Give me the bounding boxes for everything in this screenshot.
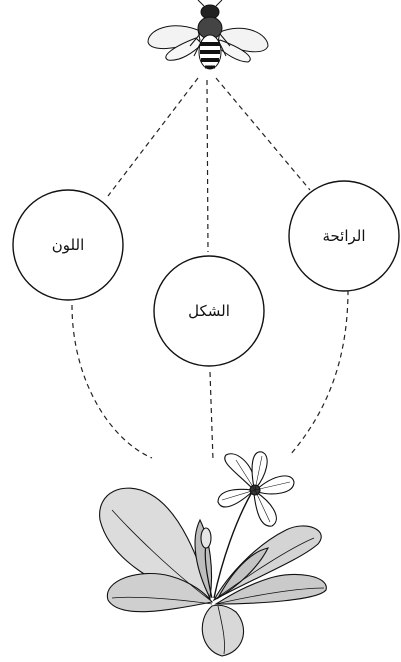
label-shape: الشكل <box>188 302 230 320</box>
circle-scent: الرائحة <box>289 181 399 291</box>
primrose-flower <box>218 452 294 526</box>
label-color: اللون <box>52 236 84 254</box>
circle-color: اللون <box>13 190 123 300</box>
line-bee-to-shape <box>207 80 208 252</box>
line-shape-to-flower <box>210 372 213 460</box>
line-bee-to-scent <box>216 78 310 190</box>
label-scent: الرائحة <box>322 227 365 245</box>
circle-shape: الشكل <box>154 256 264 366</box>
primrose-plant-icon <box>100 452 327 656</box>
line-color-to-flower <box>72 305 152 458</box>
line-bee-to-color <box>108 78 198 196</box>
line-scent-to-flower <box>290 290 348 455</box>
bee-icon <box>148 0 268 69</box>
